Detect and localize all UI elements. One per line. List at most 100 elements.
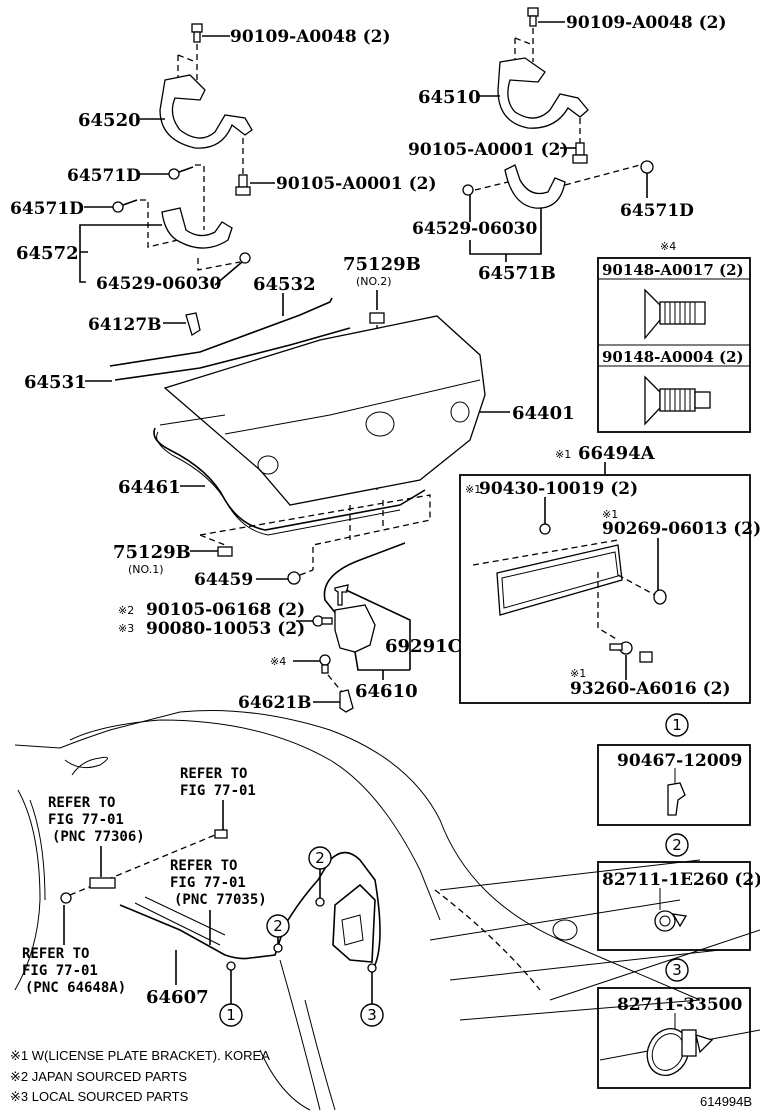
refer-1-line2[interactable]: FIG 77-01 [180, 783, 256, 799]
bumper-lower-label[interactable]: 75129B [113, 542, 191, 563]
bolt-icon [191, 23, 203, 43]
bolt-icon [235, 174, 251, 196]
callout-2a[interactable] [266, 914, 290, 938]
screw-a-label[interactable]: 90148-A0017 (2) [602, 261, 744, 279]
lock-cylinder-69291c [334, 584, 349, 606]
clip-box-3-label[interactable]: 82711-33500 [617, 995, 743, 1015]
clip-box-2-label[interactable]: 82711-1E260 (2) [602, 870, 760, 890]
screw-b-label[interactable]: 90148-A0004 (2) [602, 348, 744, 366]
bracket-sub-right-label[interactable]: 64529-06030 [412, 219, 538, 239]
clip-64571d-right-label[interactable]: 64571D [620, 201, 694, 221]
footnote-1: ※1 W(LICENSE PLATE BRACKET). KOREA [10, 1048, 270, 1063]
car-body: REFER TO FIG 77-01 REFER TO FIG 77-01 (P… [14, 709, 760, 1111]
clip-box-3-index: 3 [672, 961, 682, 979]
bolt-local-label[interactable]: 90080-10053 (2) [146, 619, 305, 639]
clip-64571d-b-label[interactable]: 64571D [10, 199, 84, 219]
release-cable-64607-label[interactable]: 64607 [146, 987, 209, 1008]
callout-1-num: 1 [226, 1006, 236, 1024]
refer-1-line1[interactable]: REFER TO [180, 766, 247, 782]
screw-label[interactable]: 93260-A6016 (2) [570, 679, 731, 699]
left-hinge-group: 90109-A0048 (2) 64520 90105-A0001 (2) 64… [10, 23, 437, 294]
refer-4-line3[interactable]: (PNC 64648A) [25, 980, 126, 996]
cap-label[interactable]: 90269-06013 (2) [602, 519, 760, 539]
hinge-64510-label[interactable]: 64510 [418, 87, 481, 108]
refer-2-line1[interactable]: REFER TO [48, 795, 115, 811]
clip-boxes: 1 90467-12009 2 82711-1E260 (2) 3 82711-… [597, 713, 760, 1089]
clip-box-3 [597, 987, 751, 1089]
left-mid-bolt-label[interactable]: 90105-A0001 (2) [276, 174, 437, 194]
lock-assy-64610-label[interactable]: 64610 [355, 681, 418, 702]
clip-82711-1e260-icon [654, 910, 688, 932]
hinge-64520 [159, 74, 253, 149]
clip-box-1-index: 1 [672, 716, 682, 734]
callout-2b[interactable] [308, 846, 332, 870]
trunk-lid-64401-label[interactable]: 64401 [512, 403, 575, 424]
screw-icon [319, 654, 331, 674]
callout-2a-num: 2 [273, 917, 283, 935]
right-mid-bolt-label[interactable]: 90105-A0001 (2) [408, 140, 569, 160]
clip-64571d-a-label[interactable]: 64571D [67, 166, 141, 186]
lid-group: 64532 64531 64127B 75129B (NO.2) 64401 6… [24, 254, 575, 713]
callout-2b-num: 2 [315, 849, 325, 867]
lock-assy-64610 [334, 604, 376, 653]
refer-2-line2[interactable]: FIG 77-01 [48, 812, 124, 828]
footnotes: ※1 W(LICENSE PLATE BRACKET). KOREA ※2 JA… [10, 1048, 752, 1109]
clip-64127b-label[interactable]: 64127B [88, 315, 162, 335]
cap-mark: ※1 [602, 508, 618, 521]
bracket-64572-label[interactable]: 64572 [16, 243, 79, 264]
bolt-local-mark: ※3 [118, 622, 134, 635]
bracket-sub-left-label[interactable]: 64529-06030 [96, 274, 222, 294]
left-top-bolt-label[interactable]: 90109-A0048 (2) [230, 27, 391, 47]
bolt-icon [527, 7, 539, 27]
refer-3-line1[interactable]: REFER TO [170, 858, 237, 874]
right-top-bolt-label[interactable]: 90109-A0048 (2) [566, 13, 727, 33]
callout-1[interactable] [219, 1003, 243, 1027]
refer-2-line3[interactable]: (PNC 77306) [52, 829, 145, 845]
clip-box-1-label[interactable]: 90467-12009 [617, 751, 742, 771]
clip-icon [168, 166, 194, 180]
hinge-64520-label[interactable]: 64520 [78, 110, 141, 131]
clip-icon [640, 160, 654, 174]
bolt-icon [572, 142, 588, 164]
callout-3[interactable] [360, 1003, 384, 1027]
license-assy-label[interactable]: 66494A [578, 443, 656, 464]
license-box: ※1 66494A ※1 90430-10019 (2) ※1 90269-06… [459, 443, 760, 704]
bolt-japan-label[interactable]: 90105-06168 (2) [146, 600, 305, 620]
right-hinge-group: 90109-A0048 (2) 64510 90105-A0001 (2) 64… [408, 7, 727, 284]
refer-4-line2[interactable]: FIG 77-01 [22, 963, 98, 979]
clip-box-1 [597, 744, 751, 826]
weatherstrip-64461-label[interactable]: 64461 [118, 477, 181, 498]
screw-icon [644, 288, 706, 340]
clip-icon [462, 184, 474, 196]
cushion-64459-label[interactable]: 64459 [194, 570, 253, 590]
footnote-3: ※3 LOCAL SOURCED PARTS [10, 1089, 189, 1104]
bracket-64571b-label[interactable]: 64571B [478, 263, 556, 284]
bracket-64571b [504, 164, 566, 209]
screw-4-mark: ※4 [270, 655, 286, 668]
hinge-64510 [497, 57, 589, 129]
footnote-2: ※2 JAPAN SOURCED PARTS [10, 1069, 187, 1084]
diagram-code: 614994B [700, 1094, 752, 1109]
torsion-bar-64532-label[interactable]: 64532 [253, 274, 316, 295]
clip-box-2-index: 2 [672, 836, 682, 854]
striker-64621b-label[interactable]: 64621B [238, 693, 312, 713]
refer-4-line1[interactable]: REFER TO [22, 946, 89, 962]
torsion-bar-64531-label[interactable]: 64531 [24, 372, 87, 393]
license-plate-bracket [496, 544, 623, 616]
trunk-lid-64401 [163, 315, 486, 506]
screw-box-note: ※4 [660, 240, 676, 253]
lock-cylinder-69291c-label[interactable]: 69291C [385, 636, 462, 657]
torsion-bar-64532 [109, 297, 333, 367]
bolt-icon [239, 252, 251, 264]
refer-3-line3[interactable]: (PNC 77035) [174, 892, 267, 908]
nut-label[interactable]: 90430-10019 (2) [479, 479, 638, 499]
nut-mark: ※1 [465, 483, 481, 496]
release-cable-64607 [119, 851, 381, 966]
refer-3-line2[interactable]: FIG 77-01 [170, 875, 246, 891]
screw-icon [644, 375, 711, 426]
bracket-64572 [161, 207, 233, 249]
bumper-upper-label[interactable]: 75129B [343, 254, 421, 275]
bolt-japan-mark: ※2 [118, 604, 134, 617]
clip-64127b [185, 312, 201, 337]
